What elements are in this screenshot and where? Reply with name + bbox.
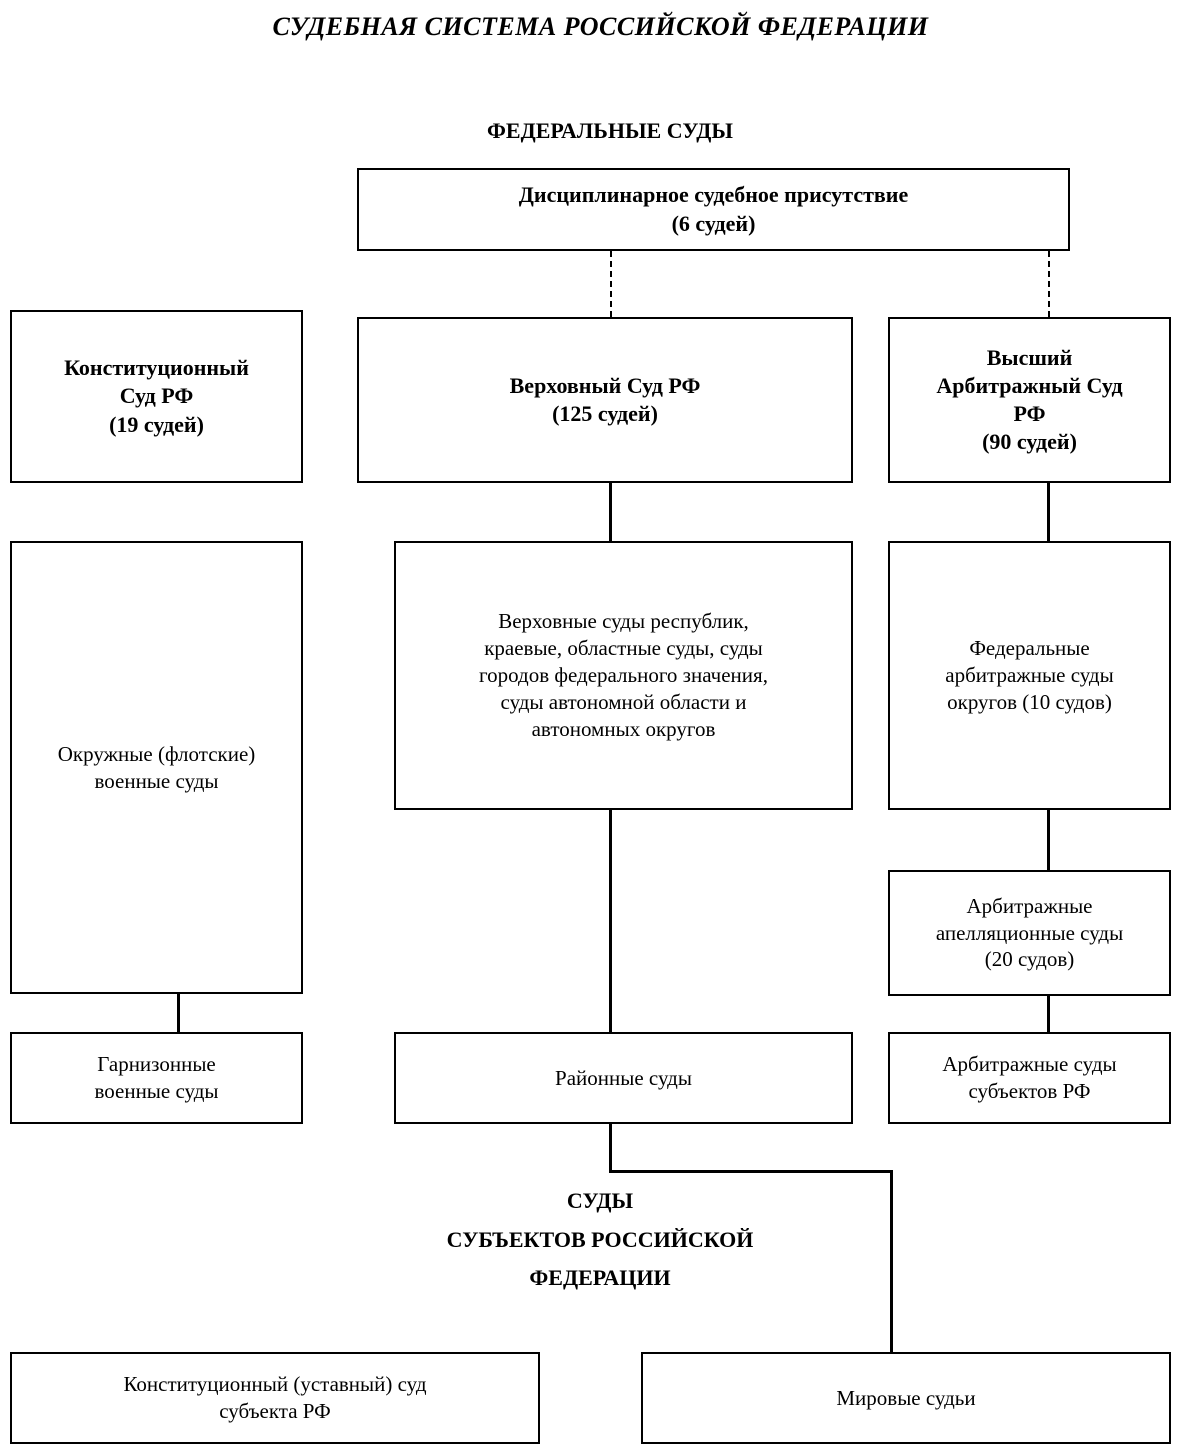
node-district-military-courts: Окружные (флотские) военные суды — [10, 541, 303, 994]
node-constitutional-court-subject: Конституционный (уставный) суд субъекта … — [10, 1352, 540, 1444]
connector-district-to-peace-h — [609, 1170, 893, 1173]
connector-arbitration-to-districts — [1047, 483, 1050, 543]
node-justices-of-peace-label: Мировые судьи — [836, 1385, 976, 1410]
node-constitutional-court: Конституционный Суд РФ (19 судей) — [10, 310, 303, 483]
node-garrison-military-courts-label: Гарнизонные военные суды — [94, 1052, 219, 1103]
node-supreme-court-label: Верховный Суд РФ (125 судей) — [509, 372, 701, 426]
section-header-subjects: СУДЫ СУБЪЕКТОВ РОССИЙСКОЙ ФЕДЕРАЦИИ — [446, 1188, 754, 1290]
node-high-arbitration-court-label: Высший Арбитражный Суд РФ (90 судей) — [936, 344, 1123, 455]
node-arbitration-courts-subjects-label: Арбитражные суды субъектов РФ — [942, 1052, 1117, 1103]
node-disciplinary-label: Дисциплинарное судебное присутствие (6 с… — [518, 182, 909, 236]
connector-district-to-peace-v2 — [890, 1170, 893, 1354]
node-federal-arbitration-districts: Федеральные арбитражные суды округов (10… — [888, 541, 1171, 810]
node-district-courts: Районные суды — [394, 1032, 853, 1124]
dashed-connector-supreme — [610, 251, 612, 317]
node-regional-courts-label: Верховные суды республик, краевые, облас… — [479, 609, 768, 741]
node-justices-of-peace: Мировые судьи — [641, 1352, 1171, 1444]
node-district-military-courts-label: Окружные (флотские) военные суды — [57, 741, 256, 793]
connector-district-to-peace-v1 — [609, 1124, 612, 1172]
node-federal-arbitration-districts-label: Федеральные арбитражные суды округов (10… — [945, 636, 1114, 714]
connector-military-elbow — [177, 994, 180, 1034]
connector-regional-to-district-courts — [609, 810, 612, 1034]
node-supreme-court: Верховный Суд РФ (125 судей) — [357, 317, 853, 483]
dashed-connector-arbitration — [1048, 251, 1050, 317]
node-arbitration-courts-subjects: Арбитражные суды субъектов РФ — [888, 1032, 1171, 1124]
node-arbitration-appeal-courts-label: Арбитражные апелляционные суды (20 судов… — [935, 893, 1124, 972]
node-arbitration-appeal-courts: Арбитражные апелляционные суды (20 судов… — [888, 870, 1171, 996]
section-header-federal: ФЕДЕРАЛЬНЫЕ СУДЫ — [487, 118, 733, 143]
node-disciplinary: Дисциплинарное судебное присутствие (6 с… — [357, 168, 1070, 251]
node-garrison-military-courts: Гарнизонные военные суды — [10, 1032, 303, 1124]
page-title: СУДЕБНАЯ СИСТЕМА РОССИЙСКОЙ ФЕДЕРАЦИИ — [272, 12, 929, 41]
node-regional-courts: Верховные суды республик, краевые, облас… — [394, 541, 853, 810]
connector-fed-arb-to-appeal — [1047, 810, 1050, 872]
node-constitutional-court-subject-label: Конституционный (уставный) суд субъекта … — [123, 1372, 427, 1423]
connector-supreme-to-regional — [609, 483, 612, 543]
node-constitutional-court-label: Конституционный Суд РФ (19 судей) — [64, 355, 249, 437]
node-high-arbitration-court: Высший Арбитражный Суд РФ (90 судей) — [888, 317, 1171, 483]
node-district-courts-label: Районные суды — [555, 1065, 692, 1090]
connector-appeal-to-subjects-arb — [1047, 996, 1050, 1034]
